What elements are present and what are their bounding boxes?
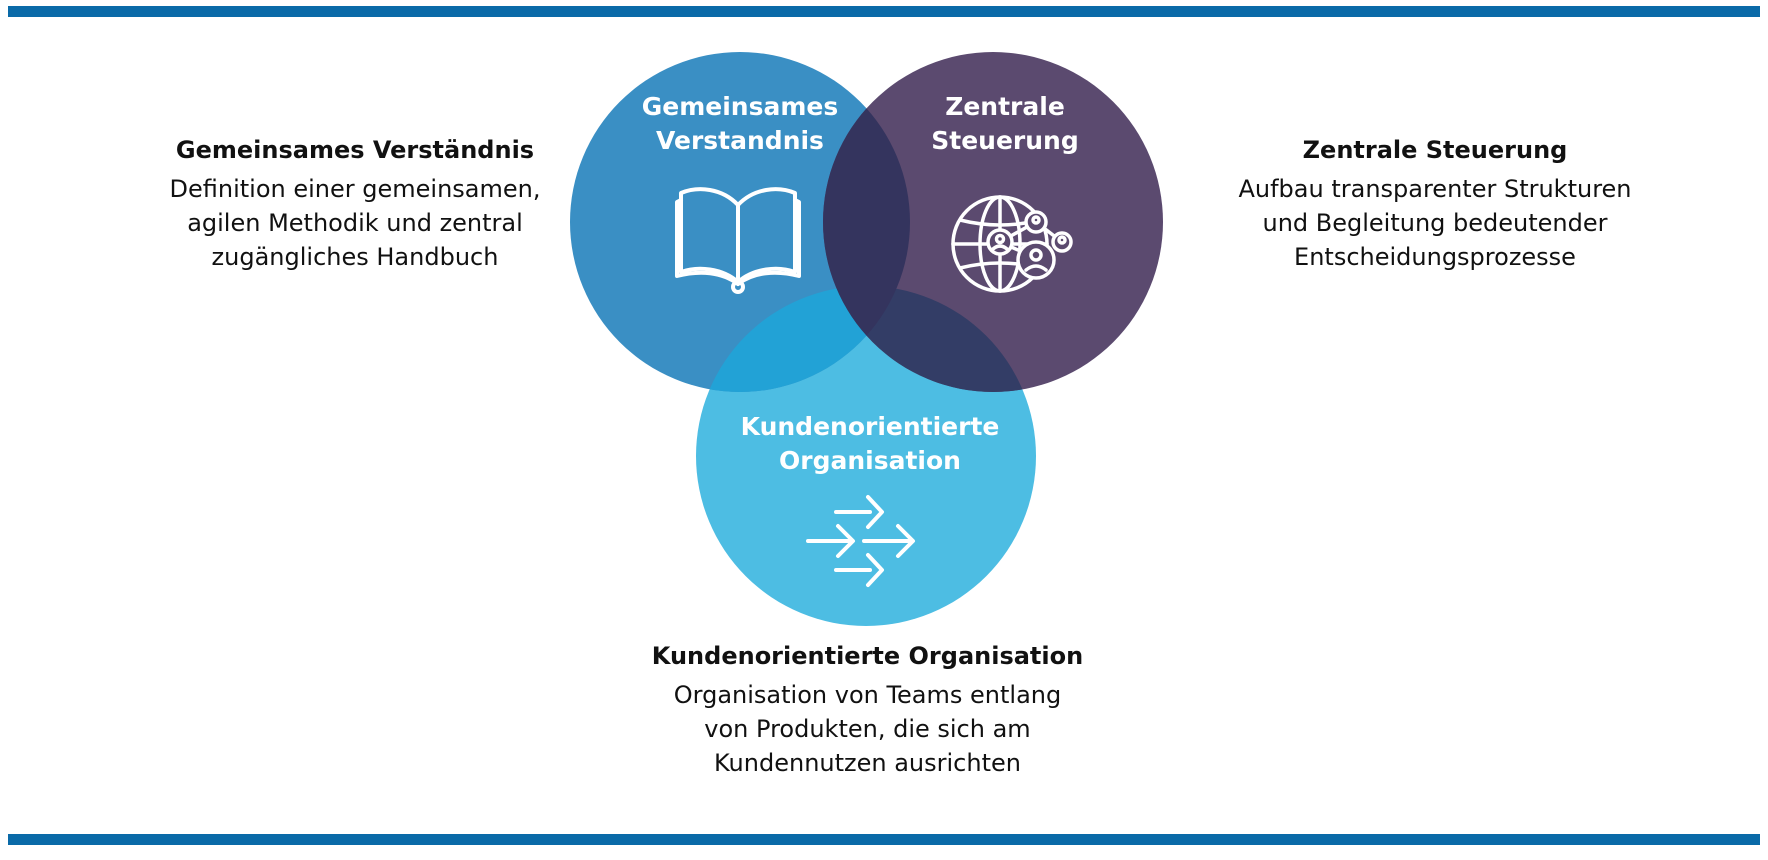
description-line: Organisation von Teams entlang: [673, 681, 1062, 709]
description-line: von Produkten, die sich am: [704, 715, 1031, 743]
description-kundenorientierte-organisation: Kundenorientierte Organisation Organisat…: [640, 642, 1095, 780]
circle-label-line: Organisation: [779, 446, 961, 475]
description-line: zugängliches Handbuch: [211, 243, 499, 271]
globe-network-icon: [951, 195, 1073, 293]
circle-label-zentrale-steuerung: Zentrale Steuerung: [875, 90, 1135, 158]
description-line: Aufbau transparenter Strukturen: [1238, 175, 1632, 203]
description-gemeinsames-verstandnis: Gemeinsames Verständnis Definition einer…: [140, 136, 570, 274]
description-title: Zentrale Steuerung: [1302, 136, 1568, 164]
circle-label-line: Verstandnis: [656, 126, 824, 155]
circle-label-line: Zentrale: [945, 92, 1065, 121]
description-line: Definition einer gemeinsamen,: [169, 175, 541, 203]
description-zentrale-steuerung: Zentrale Steuerung Aufbau transparenter …: [1210, 136, 1660, 274]
open-book-icon: [675, 187, 801, 294]
converging-arrows-icon: [806, 495, 915, 587]
bottom-accent-bar: [8, 834, 1760, 845]
circle-label-kundenorientierte-organisation: Kundenorientierte Organisation: [735, 410, 1005, 478]
overlap-purple-cyan: [823, 286, 1036, 392]
description-title: Gemeinsames Verständnis: [175, 136, 535, 164]
description-line: Kundennutzen ausrichten: [714, 749, 1021, 777]
description-title: Kundenorientierte Organisation: [651, 642, 1084, 670]
description-line: Entscheidungsprozesse: [1294, 243, 1576, 271]
top-accent-bar: [8, 6, 1760, 17]
circle-label-line: Steuerung: [931, 126, 1079, 155]
description-line: und Begleitung bedeutender: [1262, 209, 1608, 237]
circle-label-line: Gemeinsames: [641, 92, 839, 121]
overlap-blue-cyan: [696, 286, 910, 392]
description-line: agilen Methodik und zentral: [187, 209, 523, 237]
circle-label-line: Kundenorientierte: [740, 412, 1000, 441]
circle-label-gemeinsames-verstandnis: Gemeinsames Verstandnis: [610, 90, 870, 158]
